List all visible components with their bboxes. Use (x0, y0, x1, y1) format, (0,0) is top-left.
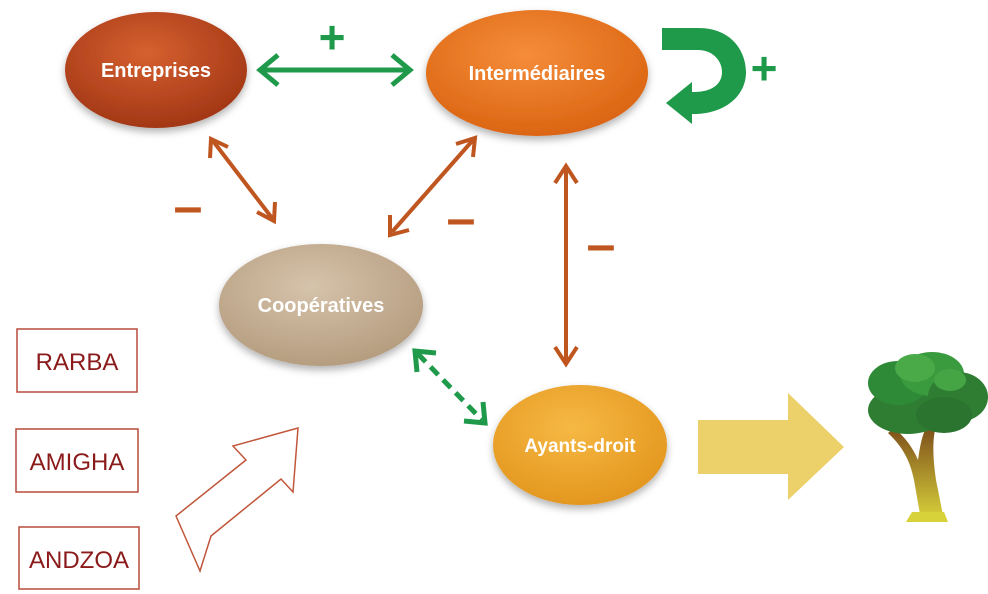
tree-icon (868, 352, 988, 522)
node-cooperatives-label: Coopératives (258, 295, 385, 317)
arrow-cooperatives-ayants-droit-dashed (412, 348, 488, 426)
institution-box-rarba (16, 328, 138, 393)
sign-intermediaires-ayants-droit: – (587, 216, 616, 274)
node-cooperatives (219, 244, 423, 366)
sign-intermediaires-self: + (751, 42, 778, 94)
sign-entreprises-cooperatives: – (174, 178, 203, 236)
arrow-entreprises-intermediaires (256, 53, 414, 87)
institution-box-amigha (15, 428, 139, 493)
outline-block-arrow (175, 426, 299, 574)
node-intermediaires (426, 10, 648, 136)
institution-box-andzoa (18, 526, 140, 590)
sign-entreprises-intermediaires: + (319, 11, 346, 63)
node-intermediaires-label: Intermédiaires (469, 63, 606, 85)
node-entreprises-label: Entreprises (101, 60, 211, 82)
arrow-intermediaires-ayants-droit (553, 162, 579, 368)
node-entreprises (65, 12, 247, 128)
sign-intermediaires-cooperatives: – (447, 190, 476, 248)
self-loop-intermediaires-arrow (662, 28, 746, 124)
node-ayants-droit-label: Ayants-droit (524, 436, 636, 457)
arrow-intermediaires-cooperatives (388, 135, 478, 238)
institution-label-amigha: AMIGHA (30, 449, 125, 476)
institution-label-andzoa: ANDZOA (29, 547, 129, 574)
yellow-block-arrow (698, 393, 844, 500)
node-ayants-droit (493, 385, 667, 505)
institution-label-rarba: RARBA (36, 349, 119, 376)
arrow-entreprises-cooperatives (208, 135, 277, 225)
